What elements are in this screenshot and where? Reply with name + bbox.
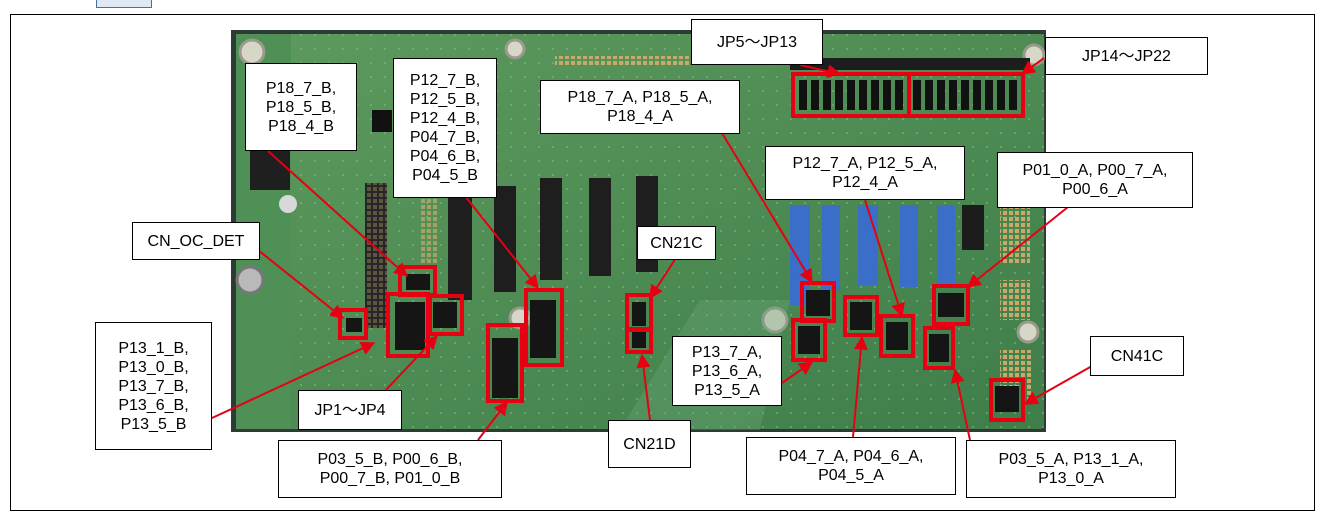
label-p18-b: P18_7_B, P18_5_B, P18_4_B bbox=[245, 63, 357, 151]
label-cn21d: CN21D bbox=[608, 420, 691, 468]
highlight-jp1-jp4 bbox=[428, 294, 464, 336]
figure-frame bbox=[10, 14, 1315, 511]
highlight-p13-a bbox=[791, 318, 827, 362]
label-p18-a: P18_7_A, P18_5_A, P18_4_A bbox=[540, 80, 740, 134]
label-p13-b: P13_1_B, P13_0_B, P13_7_B, P13_6_B, P13_… bbox=[95, 322, 212, 450]
label-p12-p04-b: P12_7_B, P12_5_B, P12_4_B, P04_7_B, P04_… bbox=[393, 58, 497, 198]
label-jp1-jp4: JP1～JP4 bbox=[298, 390, 402, 430]
highlight-cn21d bbox=[625, 328, 653, 354]
highlight-p03-a bbox=[923, 326, 955, 370]
header-tab bbox=[96, 0, 152, 8]
highlight-p12-p04-b bbox=[524, 288, 564, 367]
label-p13-a: P13_7_A, P13_6_A, P13_5_A bbox=[672, 336, 782, 406]
label-p03-p13-a: P03_5_A, P13_1_A, P13_0_A bbox=[966, 440, 1176, 498]
label-p04-a: P04_7_A, P04_6_A, P04_5_A bbox=[746, 437, 956, 495]
label-p01-p00-a: P01_0_A, P00_7_A, P00_6_A bbox=[997, 152, 1193, 208]
highlight-jp14-jp22 bbox=[907, 72, 1025, 118]
label-cn41c: CN41C bbox=[1090, 336, 1184, 376]
highlight-cn41c bbox=[989, 378, 1025, 422]
label-p03-p00-p01-b: P03_5_B, P00_6_B, P00_7_B, P01_0_B bbox=[278, 440, 502, 498]
label-jp14-jp22: JP14～JP22 bbox=[1045, 37, 1208, 75]
label-p12-a: P12_7_A, P12_5_A, P12_4_A bbox=[765, 146, 965, 200]
label-cn-oc-det: CN_OC_DET bbox=[132, 222, 260, 260]
label-cn21c: CN21C bbox=[637, 226, 716, 260]
label-jp5-jp13: JP5～JP13 bbox=[691, 19, 823, 65]
highlight-p01-a bbox=[932, 284, 970, 326]
highlight-cn-oc-det bbox=[338, 308, 368, 340]
